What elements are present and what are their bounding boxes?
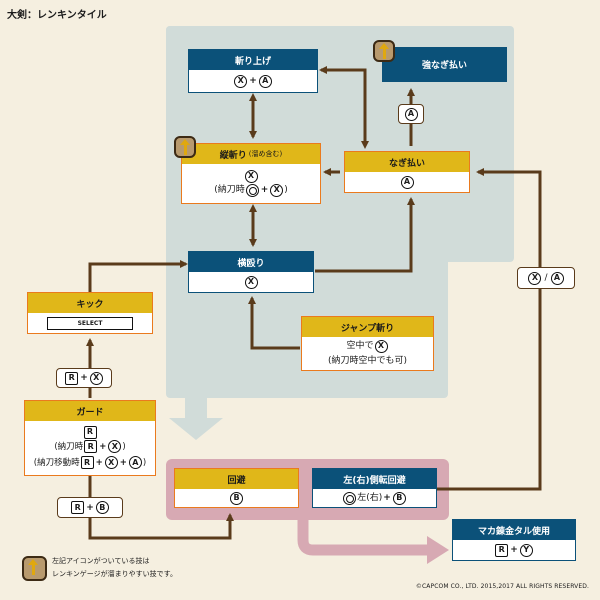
input-combo: X + A [233,74,273,89]
x-button-icon: X [244,275,258,289]
node-title: 強なぎ払い [383,48,506,81]
node-title: キック [28,293,152,313]
x-button-icon: X [89,371,103,385]
node-title: なぎ払い [345,152,469,172]
node-yokonaguri: 横殴り X [188,251,314,293]
x-button-icon: X [374,339,388,353]
a-button-icon: A [550,271,564,285]
node-title: 左(右)側転回避 [313,469,436,489]
edge-label-nagi-to-kyo: A [398,104,424,124]
r-button-icon: R [83,425,97,439]
a-button-icon: A [400,175,414,189]
node-title: 回避 [175,469,298,489]
left-stick-icon [245,183,259,197]
x-button-icon: X [244,169,258,183]
page-title: 大剣：レンキンタイル [7,10,107,21]
left-stick-icon [343,491,357,505]
node-nagibarai: なぎ払い A [344,151,470,193]
renkin-gauge-icon [174,136,196,158]
legend-text: 左記アイコンがついている技は レンキンゲージが溜まりやすい技です。 [52,557,177,578]
node-kiriage: 斬り上げ X + A [188,49,318,93]
r-button-icon: R [495,543,509,557]
x-button-icon: X [528,271,542,285]
x-button-icon: X [270,183,284,197]
node-title: 横殴り [189,252,313,272]
edge-label-guard-to-kaihi: R + B [57,497,123,518]
b-button-icon: B [230,491,243,505]
select-button-icon: SELECT [47,316,133,330]
a-button-icon: A [258,74,272,88]
edge-label-sokuten-to-nagi: X / A [517,267,575,289]
node-kaihi: 回避 B [174,468,299,508]
edge-label-guard-to-kick: R + X [56,368,112,388]
a-button-icon: A [128,456,142,469]
node-title: マカ錬金タル使用 [453,520,575,540]
r-button-icon: R [80,456,94,469]
node-title: 縦斬り [219,150,247,161]
node-note: (溜め含む) [248,150,283,158]
x-button-icon: X [104,456,118,469]
r-button-icon: R [65,371,79,385]
node-kick: キック SELECT [27,292,153,334]
r-button-icon: R [84,440,98,453]
evade-to-maka-arrow [297,520,429,556]
node-tategiri: 縦斬り(溜め含む) X (納刀時 + X ) [181,143,321,204]
renkin-gauge-icon [22,556,47,581]
copyright: ©CAPCOM CO., LTD. 2015,2017 ALL RIGHTS R… [415,583,589,590]
node-kyo-nagibarai: 強なぎ払い [382,47,507,82]
node-title: ジャンプ斬り [302,317,433,337]
node-title: 斬り上げ [189,50,317,70]
b-button-icon: B [95,501,109,514]
x-button-icon: X [108,440,122,453]
x-button-icon: X [234,74,248,88]
node-maka-taru: マカ錬金タル使用 R + Y [452,519,576,561]
renkin-gauge-icon [373,40,395,62]
b-button-icon: B [392,491,406,505]
r-button-icon: R [71,501,85,514]
a-button-icon: A [404,107,418,121]
node-title: ガード [25,401,155,421]
node-guard: ガード R (納刀時 R + X ) (納刀移動時 R + X + A ) [24,400,156,476]
node-sokuten-kaihi: 左(右)側転回避 左(右) + B [312,468,437,508]
y-button-icon: Y [519,543,533,557]
zone-flow-arrow [169,398,223,440]
